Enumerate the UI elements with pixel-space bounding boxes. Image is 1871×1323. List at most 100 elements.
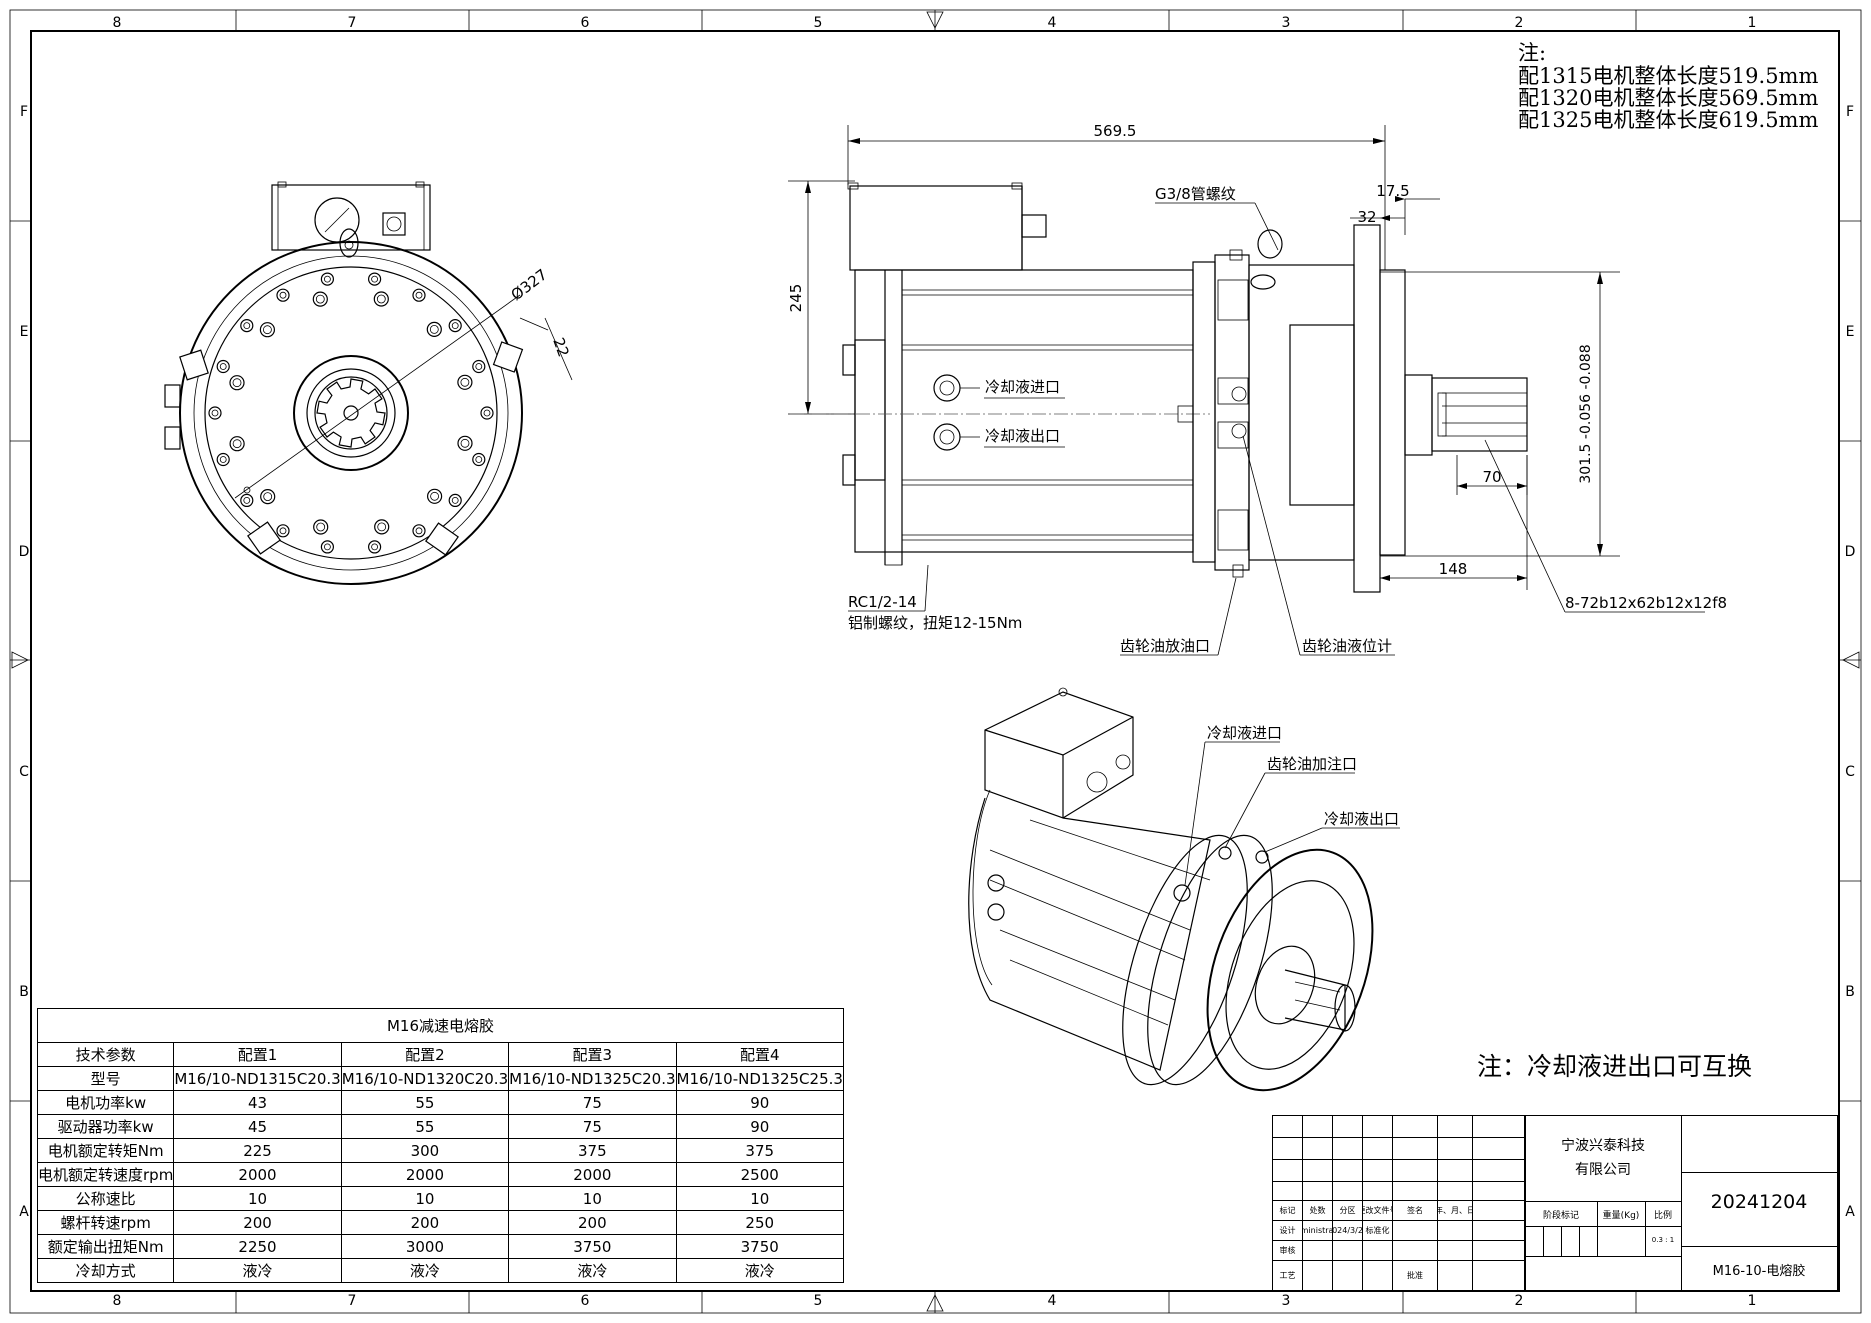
title-block-cell: 更改文件号 <box>1363 1201 1393 1221</box>
spec-cell: 200 <box>340 1210 510 1235</box>
col-label: 3 <box>1282 15 1291 31</box>
spec-row: 公称速比 10 10 10 10 <box>36 1186 844 1211</box>
label-g38-thread: G3/8管螺纹 <box>1155 185 1236 203</box>
bolt-hole-inner <box>315 294 325 304</box>
bolt-hole <box>368 540 382 554</box>
spec-cell: 75 <box>508 1114 677 1139</box>
spec-cell: 电机功率kw <box>36 1090 175 1115</box>
title-block-cell <box>1303 1261 1333 1291</box>
dim-32: 32 <box>1357 208 1376 226</box>
spec-cell: 300 <box>340 1138 510 1163</box>
spec-cell: 375 <box>675 1138 844 1163</box>
note-line: 配1325电机整体长度619.5mm <box>1518 108 1818 132</box>
spline-profile <box>316 378 386 448</box>
spec-cell: 90 <box>675 1090 844 1115</box>
spec-cell: 2500 <box>675 1162 844 1187</box>
title-block-cell <box>1273 1116 1303 1138</box>
drawing-number: 20241204 <box>1710 1191 1808 1213</box>
bolt-hole <box>313 519 329 535</box>
notes-header: 注: <box>1518 41 1546 65</box>
bolt-hole-inner <box>243 322 251 330</box>
spec-cell: 10 <box>340 1186 510 1211</box>
spec-cell: 电机额定转速度rpm <box>36 1162 175 1187</box>
col-label: 2 <box>1515 1293 1524 1309</box>
company-name: 宁波兴泰科技 有限公司 <box>1525 1134 1681 1182</box>
title-block-cell <box>1473 1241 1525 1261</box>
length-notes: 注: 配1315电机整体长度519.5mm 配1320电机整体长度569.5mm… <box>1518 41 1818 132</box>
spec-cell: 冷却方式 <box>36 1258 175 1283</box>
spec-cell: 2000 <box>508 1162 677 1187</box>
row-label: B <box>19 984 29 1000</box>
spec-cell: M16/10-ND1325C25.3 <box>675 1066 844 1091</box>
title-block-cell <box>1333 1116 1363 1138</box>
bolt-hole <box>259 322 275 338</box>
bolt-hole <box>276 524 290 538</box>
title-block-cell <box>1393 1182 1438 1201</box>
spec-cell: 液冷 <box>340 1258 510 1283</box>
bolt-hole <box>457 374 473 390</box>
spec-row: 冷却方式 液冷 液冷 液冷 液冷 <box>36 1258 844 1283</box>
iso-label-oil-fill: 齿轮油加注口 <box>1267 755 1357 773</box>
label-oil-drain: 齿轮油放油口 <box>1120 637 1210 655</box>
title-block-cell <box>1473 1138 1525 1160</box>
bolt-hole-inner <box>371 275 379 283</box>
spec-header-cell: 配置3 <box>508 1042 677 1067</box>
dim-17-5: 17.5 <box>1376 182 1409 200</box>
title-block-cell <box>1303 1116 1333 1138</box>
spec-table-title: M16减速电熔胶 <box>37 1008 844 1043</box>
row-label: E <box>20 324 29 340</box>
spec-cell: 型号 <box>36 1066 175 1091</box>
scale-label: 比例 <box>1653 1211 1672 1221</box>
title-block-cell <box>1363 1116 1393 1138</box>
bolt-hole-inner <box>219 363 227 370</box>
title-block-cell <box>1333 1182 1363 1201</box>
bolt-hole <box>320 540 334 554</box>
title-block-cell <box>1333 1160 1363 1182</box>
spec-cell: 电机额定转矩Nm <box>36 1138 175 1163</box>
dim-shaft-tolerance: 301.5 -0.056 -0.088 <box>1578 344 1594 483</box>
bolt-hole <box>472 359 486 374</box>
spec-row: 型号 M16/10-ND1315C20.3 M16/10-ND1320C20.3… <box>36 1066 844 1091</box>
title-block: 标记处数分区更改文件号签名年、月、日设计Administrator2024/3/… <box>1272 1115 1838 1292</box>
spec-row: 电机功率kw 43 55 75 90 <box>36 1090 844 1115</box>
title-block-cell <box>1333 1241 1363 1261</box>
spec-cell: 10 <box>675 1186 844 1211</box>
bolt-hole-inner <box>323 275 331 283</box>
bolt-hole-inner <box>475 456 483 463</box>
row-label: C <box>1845 764 1855 780</box>
spec-row: 驱动器功率kw 45 55 75 90 <box>36 1114 844 1139</box>
bolt-hole <box>448 319 462 333</box>
title-block-cell <box>1363 1160 1393 1182</box>
spec-row: 电机额定转矩Nm 225 300 375 375 <box>36 1138 844 1163</box>
title-block-cell <box>1333 1261 1363 1291</box>
row-label: F <box>1846 104 1854 120</box>
bolt-hole <box>426 321 442 337</box>
bolt-hole-inner <box>243 496 251 504</box>
title-block-cell <box>1273 1182 1303 1201</box>
title-block-cell: Administrator <box>1303 1221 1333 1241</box>
bolt-hole-inner <box>219 456 227 463</box>
drawing-frame: 8 7 6 5 4 3 2 1 8 7 6 5 4 3 2 1 F E D C … <box>9 9 1862 1314</box>
bolt-hole-inner <box>475 363 483 370</box>
side-view: 569.5 245 冷却液进口 冷 <box>787 122 1727 656</box>
title-block-cell <box>1473 1160 1525 1182</box>
spec-cell: M16/10-ND1325C20.3 <box>508 1066 677 1091</box>
title-block-cell <box>1363 1261 1393 1291</box>
title-block-cell <box>1473 1221 1525 1241</box>
bolt-hole <box>480 406 494 420</box>
bolt-hole-inner <box>430 491 440 501</box>
spec-cell: 公称速比 <box>36 1186 175 1211</box>
bolt-hole-inner <box>232 378 242 388</box>
bolt-hole <box>320 272 334 286</box>
bolt-hole-inner <box>415 527 423 535</box>
spec-cell: M16/10-ND1315C20.3 <box>173 1066 342 1091</box>
bolt-hole-inner <box>323 543 331 551</box>
note-line: 配1315电机整体长度519.5mm <box>1518 64 1818 88</box>
bolt-hole-inner <box>377 522 387 532</box>
title-block-cell: 设计 <box>1273 1221 1303 1241</box>
title-block-cell <box>1303 1241 1333 1261</box>
spec-cell: 2250 <box>173 1234 342 1259</box>
col-label: 2 <box>1515 15 1524 31</box>
label-rc-note: 铝制螺纹，扭矩12-15Nm <box>848 614 1022 632</box>
